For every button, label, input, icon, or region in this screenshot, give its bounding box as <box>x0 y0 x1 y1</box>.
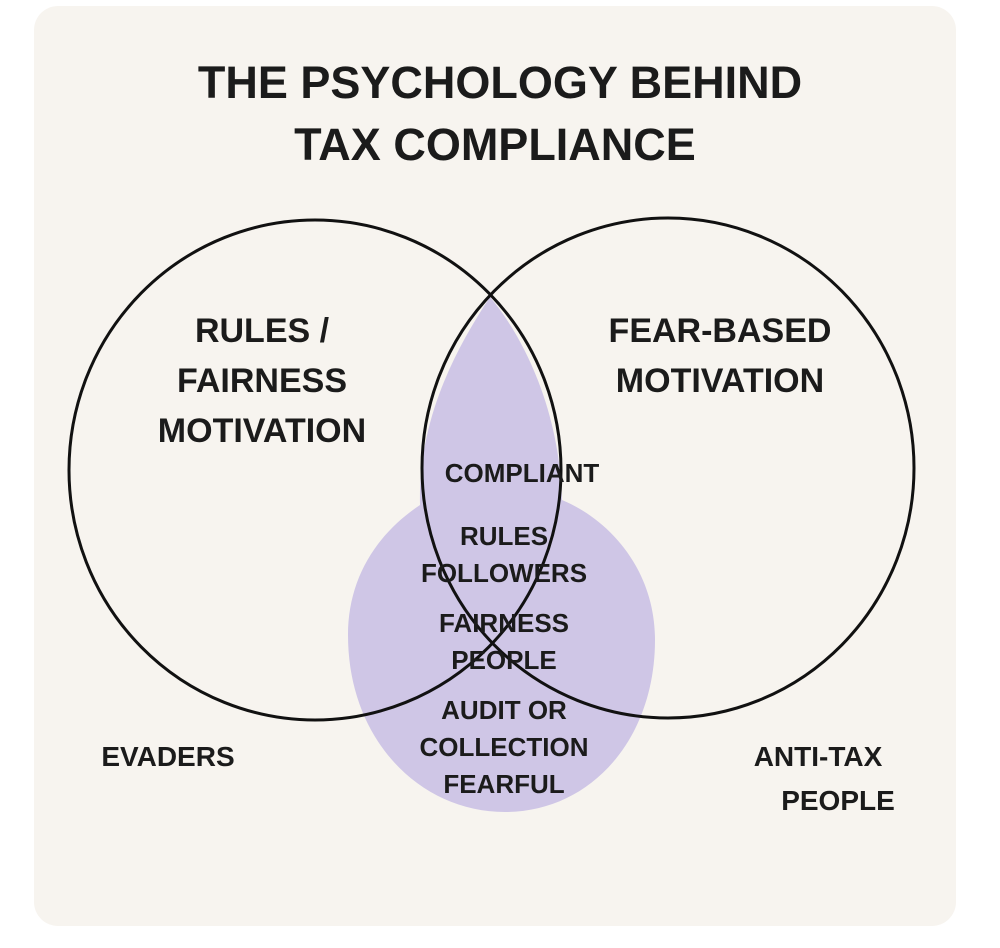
evaders-label: EVADERS <box>101 741 234 772</box>
fairness-people-line-2: PEOPLE <box>451 645 556 675</box>
left-circle-label-line-2: FAIRNESS <box>177 362 347 400</box>
compliant-region <box>348 297 655 812</box>
title-line-2: TAX COMPLIANCE <box>294 119 696 170</box>
rules-followers-line-2: FOLLOWERS <box>421 558 587 588</box>
right-circle-label-line-2: MOTIVATION <box>616 362 824 400</box>
audit-fearful-line-1: AUDIT OR <box>441 695 567 725</box>
audit-fearful-line-3: FEARFUL <box>443 769 564 799</box>
right-circle <box>420 216 916 720</box>
rules-followers-line-1: RULES <box>460 521 548 551</box>
anti-tax-people-line-1: ANTI-TAX <box>754 741 883 772</box>
left-circle-label-line-1: RULES / <box>195 312 330 350</box>
fairness-people-line-1: FAIRNESS <box>439 608 569 638</box>
left-circle-label-line-3: MOTIVATION <box>158 412 366 450</box>
anti-tax-people-line-2: PEOPLE <box>781 785 895 816</box>
title-line-1: THE PSYCHOLOGY BEHIND <box>198 57 802 108</box>
right-circle-label-line-1: FEAR-BASED <box>609 312 832 350</box>
audit-fearful-line-2: COLLECTION <box>420 732 589 762</box>
left-circle <box>67 218 563 722</box>
compliant-label: COMPLIANT <box>445 458 600 488</box>
